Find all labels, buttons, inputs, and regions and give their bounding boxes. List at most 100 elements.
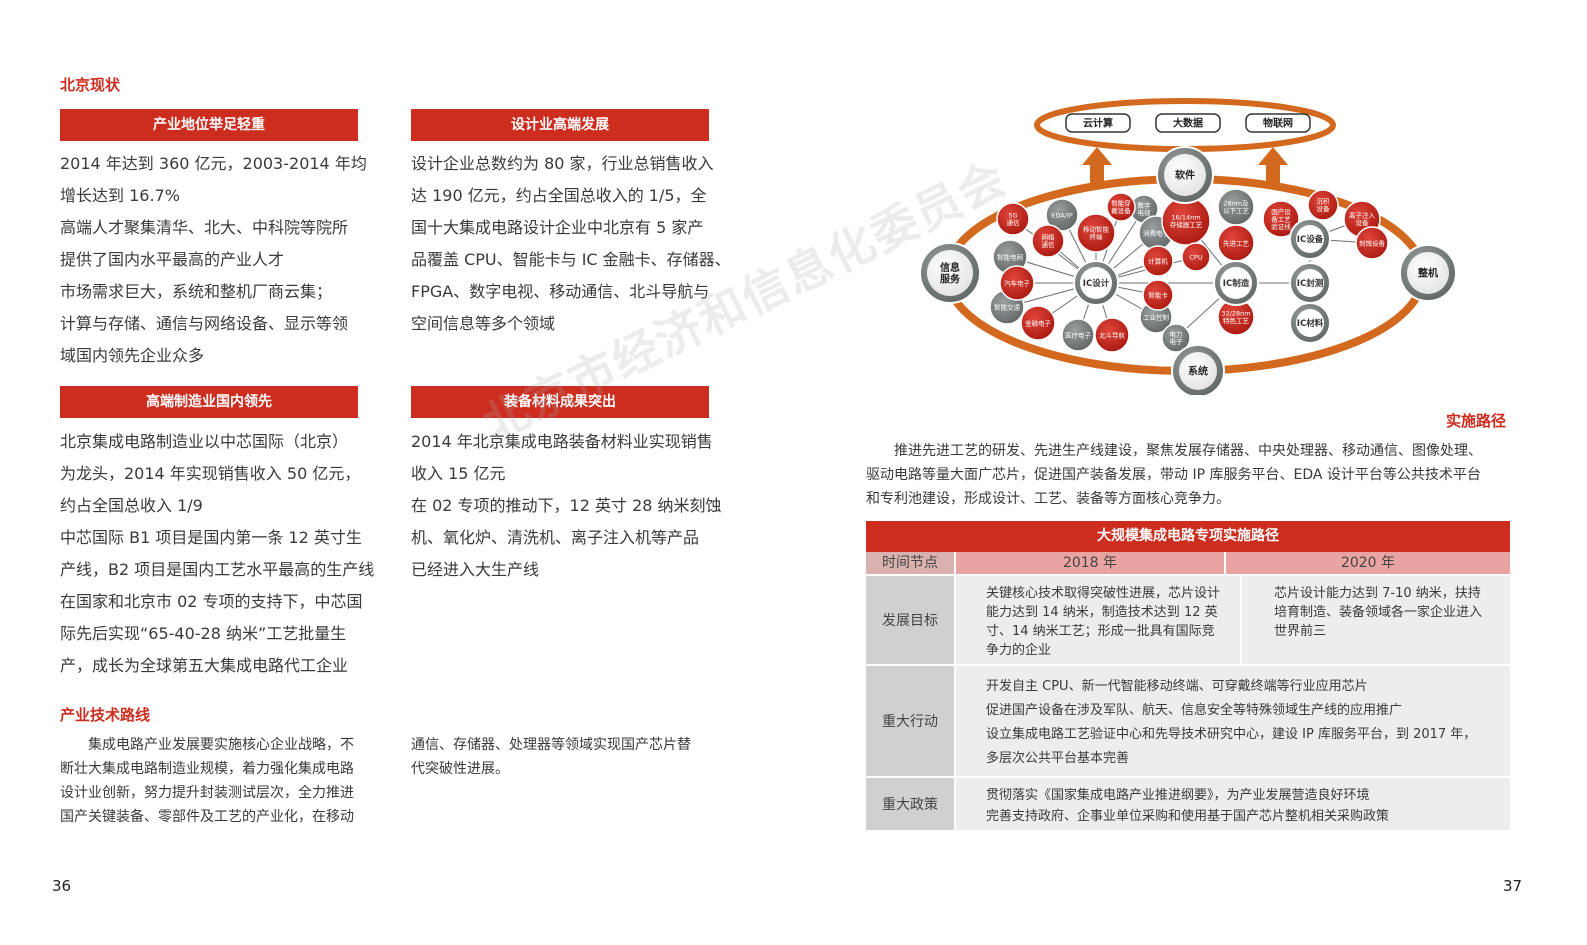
tech-line: 断壮大集成电路制造业规模，着力强化集成电路 [60, 761, 354, 777]
impl-line: 驱动电路等量大面广芯片，促进国产装备发展，带动 IP 库服务平台、EDA 设计平… [866, 467, 1481, 483]
svg-text:CPU: CPU [1189, 253, 1202, 261]
svg-text:国产设备工艺验证线: 国产设备工艺验证线 [1271, 207, 1291, 231]
box3-line: 北京集成电路制造业以中芯国际（北京） [60, 432, 349, 451]
grey-application-node: 28nm及以下工艺 [1217, 188, 1255, 226]
tech-line: 通信、存储器、处理器等领域实现国产芯片替 [411, 737, 691, 753]
red-focus-node: CPU [1181, 242, 1211, 272]
ring-node-software: 软件 [1156, 146, 1214, 204]
action-item: 多层次公共平台基本完善 [986, 751, 1130, 766]
header-time-node: 时间节点 [866, 552, 954, 574]
table-row-policies: 重大政策 贯彻落实《国家集成电路产业推进纲要》，为产业发展营造良好环境 完善支持… [866, 776, 1510, 830]
svg-text:云计算: 云计算 [1083, 117, 1113, 130]
svg-text:网络通信: 网络通信 [1042, 233, 1056, 249]
red-focus-node: 北斗导航 [1094, 317, 1130, 353]
svg-text:汽车电子: 汽车电子 [1004, 278, 1031, 287]
policies-cell: 贯彻落实《国家集成电路产业推进纲要》，为产业发展营造良好环境 完善支持政府、企事… [954, 778, 1510, 830]
box3-header: 高端制造业国内领先 [60, 386, 358, 418]
app-pill: 云计算 [1065, 113, 1131, 133]
red-focus-node: 金融电子 [1020, 305, 1056, 341]
grey-application-node: 电力电子 [1161, 323, 1191, 353]
svg-text:信息服务: 信息服务 [940, 261, 961, 286]
table-header-row: 时间节点 2018 年 2020 年 [866, 552, 1510, 574]
red-focus-node: 沉积设备 [1307, 189, 1339, 221]
red-focus-node: 国产设备工艺验证线 [1262, 200, 1300, 238]
implementation-text: 推进先进工艺的研发、先进生产线建设，聚焦发展存储器、中央处理器、移动通信、图像处… [866, 439, 1516, 511]
svg-text:IC封测: IC封测 [1297, 278, 1324, 289]
box1-line: 市场需求巨大，系统和整机厂商云集； [60, 282, 333, 301]
up-arrow-icon [1082, 147, 1112, 190]
red-focus-node: 智能卡 [1142, 279, 1174, 311]
box3-line: 产线，B2 项目是国内工艺水平最高的生产线 [60, 560, 375, 579]
svg-text:整机: 整机 [1417, 267, 1438, 280]
policy-item: 贯彻落实《国家集成电路产业推进纲要》，为产业发展营造良好环境 [986, 788, 1370, 803]
ring-node-system: 系统 [1171, 344, 1225, 395]
svg-text:系统: 系统 [1188, 365, 1208, 378]
tech-line: 代突破性进展。 [411, 761, 509, 777]
box2-line: FPGA、数字电视、移动通信、北斗导航与 [411, 282, 710, 301]
section-title-tech-route: 产业技术路线 [60, 706, 151, 724]
tech-route-col1: 集成电路产业发展要实施核心企业战略，不 断壮大集成电路制造业规模，着力强化集成电… [60, 733, 390, 829]
box2-header: 设计业高端发展 [411, 109, 709, 141]
actions-cell: 开发自主 CPU、新一代智能移动终端、可穿戴终端等行业应用芯片 促进国产设备在涉… [954, 666, 1510, 776]
box1-header: 产业地位举足轻重 [60, 109, 358, 141]
table-title: 大规模集成电路专项实施路径 [866, 521, 1510, 552]
svg-text:电力电子: 电力电子 [1170, 330, 1184, 346]
svg-text:软件: 软件 [1175, 169, 1195, 182]
box4-line: 机、氧化炉、清洗机、离子注入机等产品 [411, 528, 700, 547]
svg-text:物联网: 物联网 [1263, 117, 1293, 130]
red-focus-node: 网络通信 [1031, 224, 1065, 258]
box2-line: 达 190 亿元，约占全国总收入的 1/5，全 [411, 186, 707, 205]
box4-header: 装备材料成果突出 [411, 386, 709, 418]
page-number-right: 37 [1503, 877, 1523, 895]
red-focus-node: 计算机 [1142, 245, 1174, 277]
app-pill: 大数据 [1155, 113, 1221, 133]
svg-text:智能电网: 智能电网 [997, 252, 1023, 261]
action-item: 开发自主 CPU、新一代智能移动终端、可穿戴终端等行业应用芯片 [986, 679, 1368, 694]
box3-line: 际先后实现“65-40-28 纳米”工艺批量生 [60, 624, 347, 643]
box2-line: 国十大集成电路设计企业中北京有 5 家产 [411, 218, 704, 237]
svg-text:移动智能终端: 移动智能终端 [1083, 225, 1110, 241]
ic-industry-diagram: 云计算大数据物联网 EDA/IP数字电视消费电子智能电网智能交通医疗电子工业控制… [919, 98, 1457, 395]
table-row-goals: 发展目标 关键核心技术取得突破性进展，芯片设计能力达到 14 纳米，制造技术达到… [866, 574, 1510, 664]
box3-line: 中芯国际 B1 项目是国内第一条 12 英寸生 [60, 528, 362, 547]
ic-hub-node: IC设备 [1289, 218, 1331, 260]
app-pill: 物联网 [1245, 113, 1311, 133]
box1-line: 提供了国内水平最高的产业人才 [60, 250, 285, 269]
svg-text:智能交通: 智能交通 [994, 302, 1021, 311]
policy-item: 完善支持政府、企事业单位采购和使用基于国产芯片整机相关采购政策 [986, 809, 1390, 824]
red-focus-node: 刻蚀设备 [1355, 226, 1389, 260]
tech-route-col2: 通信、存储器、处理器等领域实现国产芯片替 代突破性进展。 [411, 733, 731, 781]
tech-line: 国产关键装备、零部件及工艺的产业化，在移动 [60, 809, 354, 825]
red-focus-node: 汽车电子 [999, 265, 1035, 301]
box3-line: 在国家和北京市 02 专项的支持下，中芯国 [60, 592, 363, 611]
svg-text:刻蚀设备: 刻蚀设备 [1359, 238, 1386, 247]
goal-2018: 关键核心技术取得突破性进展，芯片设计能力达到 14 纳米，制造技术达到 12 英… [954, 576, 1240, 664]
tech-line: 设计业创新，努力提升封装测试层次，全力推进 [60, 785, 354, 801]
box1-line: 计算与存储、通信与网络设备、显示等领 [60, 314, 349, 333]
section-title-beijing-status: 北京现状 [60, 76, 121, 94]
box2-line: 品覆盖 CPU、智能卡与 IC 金融卡、存储器、 [411, 250, 731, 269]
box1-text: 2014 年达到 360 亿元，2003-2014 年均 增长达到 16.7% … [60, 148, 370, 372]
implementation-table: 大规模集成电路专项实施路径 时间节点 2018 年 2020 年 发展目标 关键… [866, 521, 1510, 830]
svg-text:离子注入设备: 离子注入设备 [1349, 211, 1376, 227]
svg-text:IC材料: IC材料 [1297, 318, 1324, 329]
box4-line: 在 02 专项的推动下，12 英寸 28 纳米刻蚀 [411, 496, 722, 515]
label-actions: 重大行动 [866, 666, 954, 776]
svg-text:沉积设备: 沉积设备 [1317, 197, 1331, 213]
svg-text:医疗电子: 医疗电子 [1065, 330, 1092, 339]
label-goals: 发展目标 [866, 576, 954, 664]
box4-line: 收入 15 亿元 [411, 464, 506, 483]
ic-hub-node: IC设计 [1073, 260, 1119, 306]
box1-line: 2014 年达到 360 亿元，2003-2014 年均 [60, 154, 367, 173]
up-arrow-icon [1258, 147, 1288, 190]
header-2018: 2018 年 [954, 552, 1224, 574]
action-item: 设立集成电路工艺验证中心和先导技术研究中心，建设 IP 库服务平台，到 2017… [986, 727, 1477, 742]
svg-text:IC设备: IC设备 [1297, 234, 1324, 245]
svg-text:数字电视: 数字电视 [1138, 201, 1152, 217]
box3-line: 约占全国总收入 1/9 [60, 496, 203, 515]
svg-text:消费电子: 消费电子 [1143, 228, 1170, 237]
ic-hub-node: IC封测 [1289, 262, 1331, 304]
